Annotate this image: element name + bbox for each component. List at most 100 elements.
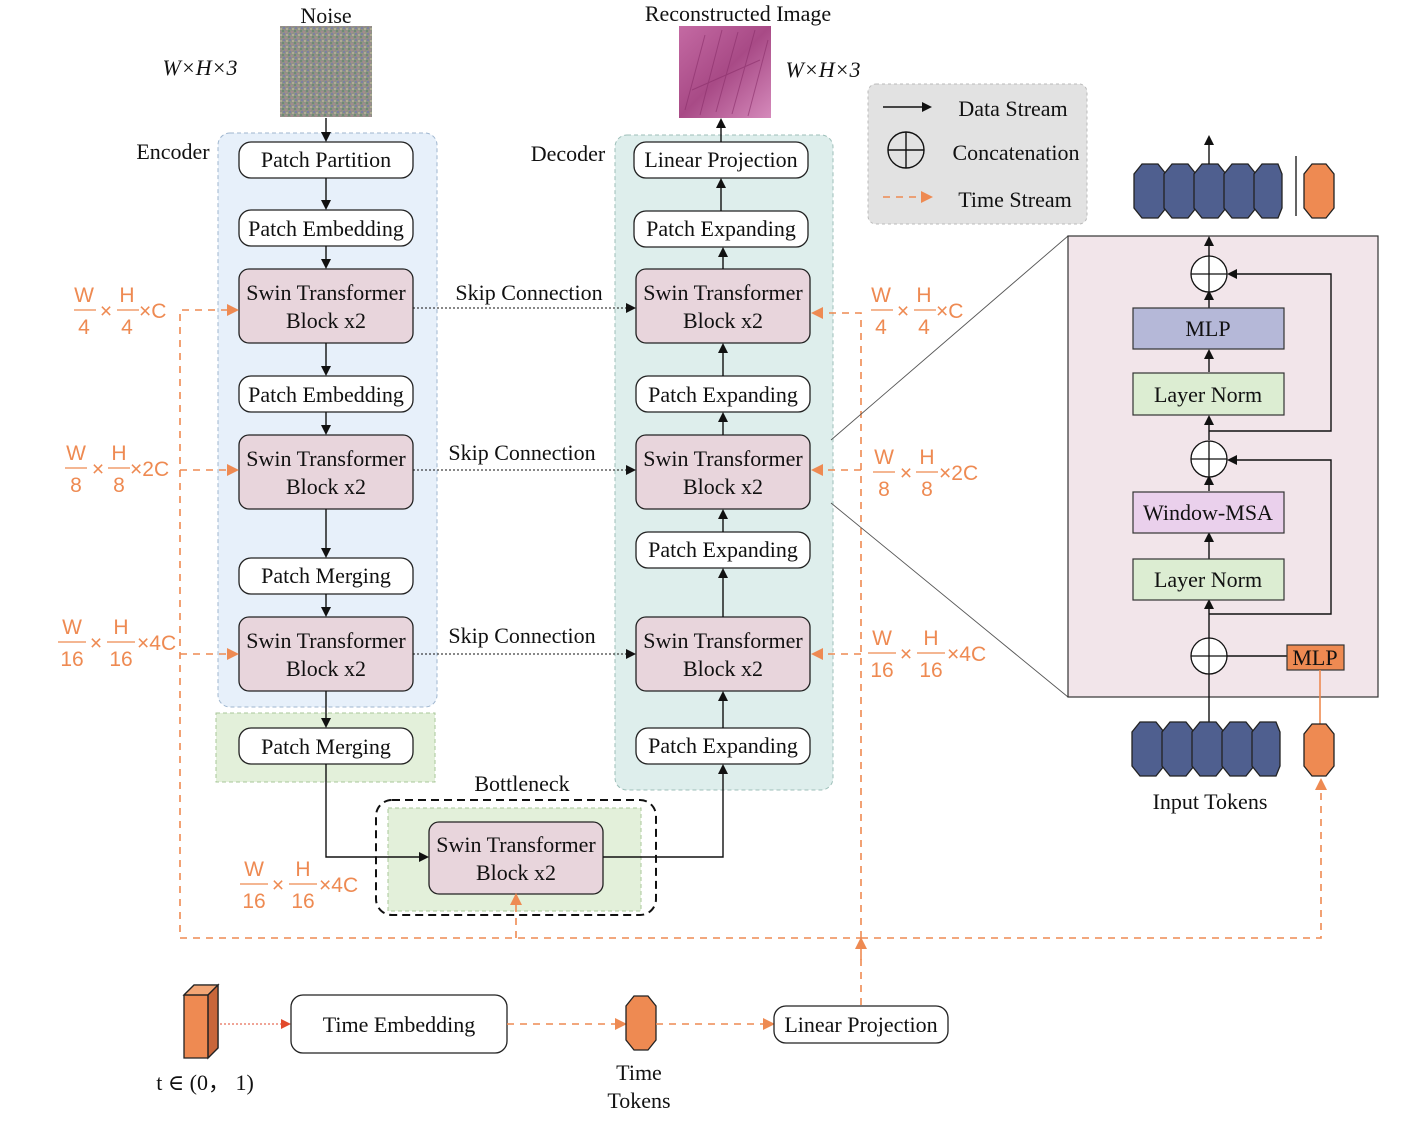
zoom-line-bottom [830,502,1069,698]
svg-text:W: W [62,616,82,639]
patch-embedding-label-1: Patch Embedding [248,216,404,241]
svg-text:×: × [897,300,909,323]
skip-connections [413,303,636,659]
dims-decoder-3: W 16 × H 16 ×4C [868,627,986,682]
svg-text:4: 4 [875,316,887,339]
time-stream-lines [179,304,1327,1005]
encoder-swin-1-l1: Swin Transformer [246,280,406,305]
bottleneck-title: Bottleneck [474,771,569,796]
time-tokens-label-1: Time [616,1060,662,1085]
detail-layer-norm-2 [1132,558,1285,601]
svg-text:×: × [272,874,284,897]
decoder-swin-2-l1: Swin Transformer [643,446,803,471]
patch-partition-label: Patch Partition [261,147,391,172]
svg-text:16: 16 [242,890,265,913]
skip-label-2: Skip Connection [448,440,595,465]
dims-encoder-1: W 4 × H 4 ×C [74,284,166,339]
legend-box [867,83,1088,225]
svg-text:W: W [872,627,892,650]
detail-mlp-label: MLP [1185,316,1230,341]
noise-label: Noise [300,3,351,28]
svg-text:W: W [74,284,94,307]
svg-text:8: 8 [113,474,125,497]
decoder-swin-1-l2: Block x2 [683,308,763,333]
svg-text:×2C: ×2C [939,462,978,485]
input-tokens [1131,721,1281,777]
output-tokens [1133,163,1283,219]
svg-text:H: H [119,284,134,307]
concat-icon-bottom [1190,637,1228,675]
reconstructed-label: Reconstructed Image [645,1,831,26]
encoder-swin-3-l1: Swin Transformer [246,628,406,653]
time-tokens-label-2: Tokens [607,1088,670,1113]
svg-text:W: W [66,442,86,465]
svg-text:16: 16 [291,890,314,913]
dims-encoder-3: W 16 × H 16 ×4C [58,616,176,671]
skip-label-1: Skip Connection [455,280,602,305]
dims-decoder-2: W 8 × H 8 ×2C [873,446,978,501]
dims-encoder-2: W 8 × H 8 ×2C [65,442,169,497]
decoder-swin-3-l2: Block x2 [683,656,763,681]
svg-text:H: H [295,858,310,881]
encoder-swin-2-l2: Block x2 [286,474,366,499]
svg-text:×C: ×C [936,300,963,323]
svg-text:×2C: ×2C [130,458,169,481]
bottleneck-out-arrow [603,764,728,858]
dims-decoder-1: W 4 × H 4 ×C [871,284,963,339]
dims-bottleneck: W 16 × H 16 ×4C [240,858,358,913]
bottleneck-in-arrow [325,764,429,862]
svg-text:H: H [919,446,934,469]
svg-text:×4C: ×4C [137,632,176,655]
time-embedding-label: Time Embedding [323,1012,476,1037]
bottleneck-swin-l2: Block x2 [476,860,556,885]
svg-text:8: 8 [878,478,890,501]
detail-mlp-box [1132,307,1285,350]
encoder-title: Encoder [136,139,210,164]
decoder-arrows [716,118,728,728]
concat-icon-top [1190,255,1228,293]
legend-concat-label: Concatenation [952,140,1079,165]
svg-text:8: 8 [921,478,933,501]
svg-text:×4C: ×4C [947,643,986,666]
svg-text:16: 16 [60,648,83,671]
detail-mlp-small-label: MLP [1292,645,1337,670]
patch-expanding-label-4: Patch Expanding [648,733,798,758]
noise-dims: W×H×3 [163,55,238,80]
decoder-title: Decoder [531,141,606,166]
decoder-swin-2-l2: Block x2 [683,474,763,499]
svg-text:8: 8 [70,474,82,497]
svg-text:×: × [100,300,112,323]
encoder-swin-3-l2: Block x2 [286,656,366,681]
decoder-swin-3-l1: Swin Transformer [643,628,803,653]
patch-merging-label-1: Patch Merging [261,563,391,588]
svg-text:4: 4 [918,316,930,339]
svg-text:W: W [874,446,894,469]
svg-text:×: × [900,462,912,485]
patch-merging-label-2: Patch Merging [261,734,391,759]
svg-text:4: 4 [121,316,133,339]
detail-layer-norm-1 [1132,372,1285,416]
input-time-token [1303,723,1335,777]
patch-expanding-label-2: Patch Expanding [648,382,798,407]
noise-image [280,26,372,117]
svg-text:W: W [871,284,891,307]
svg-text:16: 16 [919,659,942,682]
encoder-swin-1-l2: Block x2 [286,308,366,333]
time-linear-projection-label: Linear Projection [784,1012,937,1037]
svg-text:H: H [916,284,931,307]
patch-expanding-label-1: Patch Expanding [646,216,796,241]
svg-text:×: × [92,458,104,481]
detail-layer-norm-1-label: Layer Norm [1154,382,1262,407]
svg-text:16: 16 [870,659,893,682]
legend-concat-icon [887,131,925,169]
concat-icon-middle [1190,440,1228,478]
svg-text:4: 4 [78,316,90,339]
patch-embedding-label-2: Patch Embedding [248,382,404,407]
time-cube-icon [182,983,220,1060]
detail-flow-lines [1204,236,1332,722]
encoder-swin-2-l1: Swin Transformer [246,446,406,471]
detail-layer-norm-2-label: Layer Norm [1154,567,1262,592]
decoder-swin-1-l1: Swin Transformer [643,280,803,305]
svg-text:H: H [111,442,126,465]
